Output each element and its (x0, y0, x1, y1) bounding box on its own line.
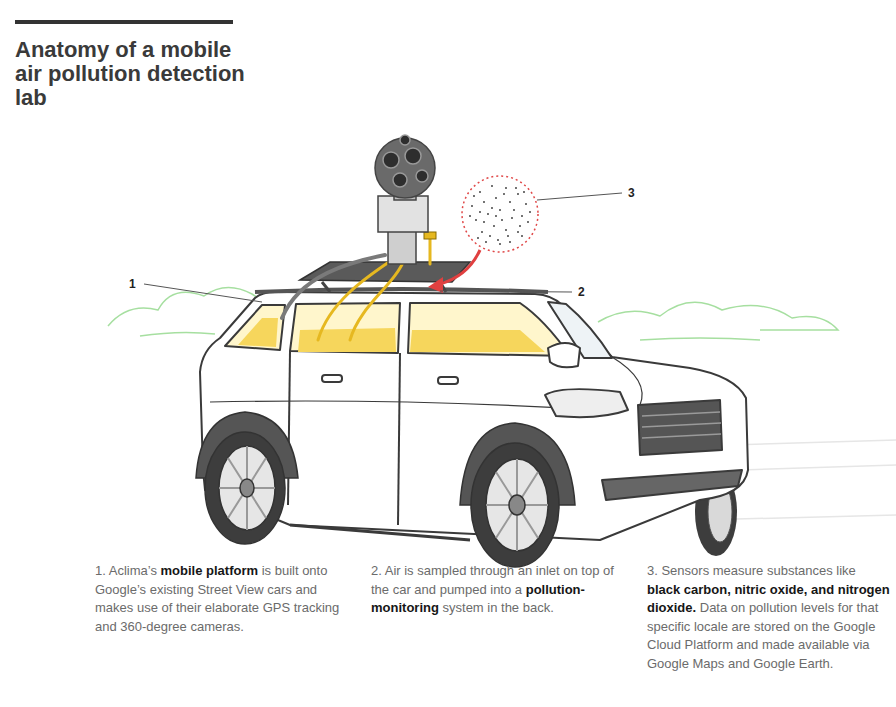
car-body-part (438, 377, 458, 384)
car-body-part (548, 343, 580, 367)
street-view-camera-part (393, 173, 407, 187)
particle-magnifier-part (462, 176, 538, 252)
car-body-part (238, 318, 278, 347)
title-bar-part (15, 20, 233, 24)
car-body-part (410, 330, 545, 352)
air-hoses-part (350, 258, 405, 340)
street-view-camera-part (383, 152, 399, 168)
car-body-part (298, 328, 396, 352)
street-view-camera-part (400, 135, 410, 145)
street-view-camera (375, 135, 435, 264)
bold-term: mobile platform (161, 563, 259, 578)
leader-lines-part (537, 193, 622, 200)
leader-lines (144, 193, 622, 302)
car-body-part (225, 305, 285, 350)
car-body-part (290, 303, 400, 353)
wheels-part (486, 459, 548, 551)
callout-number: 3 (627, 186, 636, 200)
air-hoses-part (424, 232, 436, 239)
car-body-part (398, 353, 400, 525)
leader-lines-part (144, 284, 262, 302)
car-body-part (545, 389, 628, 417)
car-body-part (408, 303, 570, 356)
title-bar (15, 20, 233, 24)
car-body-part (288, 351, 290, 505)
particle-magnifier-part (470, 186, 530, 244)
wheels-part (471, 443, 559, 567)
wheels-part (205, 432, 285, 544)
car-body-part (602, 470, 742, 500)
car-body-part (210, 401, 600, 410)
car-body-part (638, 400, 722, 455)
street-view-camera-part (378, 196, 428, 232)
street-view-camera-part (405, 148, 421, 164)
leader-lines-part (440, 291, 572, 292)
car-body-part (290, 525, 470, 540)
flow-arrow-part (440, 250, 480, 284)
wheels-part (219, 446, 275, 530)
wheels-part (219, 446, 275, 530)
particle-magnifier (462, 176, 538, 252)
air-hoses-part (318, 258, 395, 340)
caption-text: 1. Aclima’s (95, 563, 157, 578)
wheels (196, 412, 575, 567)
air-hoses-part (429, 238, 432, 264)
wheels-part (240, 479, 254, 497)
caption-text: 3. Sensors measure substances like (647, 563, 856, 578)
caption-column: 1. Aclima’smobile platformis built onto … (95, 562, 347, 636)
callout-number: 1 (128, 277, 137, 291)
street-view-camera-part (388, 228, 416, 264)
caption-column: 2. Air is sampled through an inlet on to… (371, 562, 616, 618)
car-body-part (642, 412, 721, 438)
caption-column: 3. Sensors measure substances likeblack … (647, 562, 892, 673)
title: Anatomy of a mobile air pollution detect… (15, 38, 255, 110)
pollution-clouds-part (598, 302, 838, 330)
pollution-clouds-part (640, 338, 760, 340)
street-view-camera-part (375, 138, 435, 198)
caption-text: system in the back. (443, 600, 554, 615)
wheels-part (486, 459, 548, 551)
street-view-camera-part (416, 170, 428, 182)
pollution-clouds-part (140, 332, 215, 336)
car-body-part (322, 375, 342, 382)
callout-number: 2 (577, 285, 586, 299)
wheels-part (509, 495, 525, 515)
flow-arrow (428, 250, 480, 293)
